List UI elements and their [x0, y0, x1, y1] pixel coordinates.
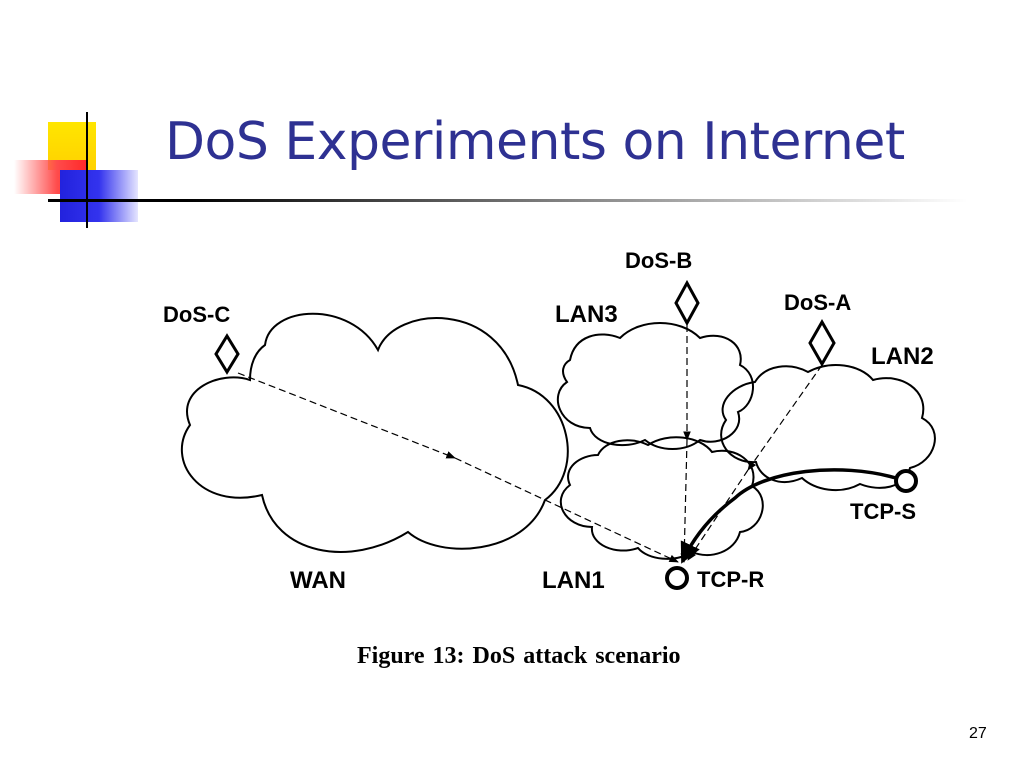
label-tcp-s: TCP-S	[850, 499, 916, 524]
decor-blue-square	[60, 170, 138, 222]
tcp-flow	[680, 468, 897, 564]
dos-a-flow-to-tcp-r	[687, 469, 749, 561]
label-lan2: LAN2	[871, 343, 934, 370]
slide-title: DoS Experiments on Internet	[165, 112, 905, 172]
dos-a-diamond-icon	[808, 318, 836, 368]
dos-b-flow-to-tcp-r	[680, 439, 689, 563]
label-wan: WAN	[290, 567, 346, 594]
dos-a-flow-to-lan2	[747, 364, 823, 471]
figure-caption: Figure 13: DoS attack scenario	[357, 643, 681, 669]
dos-c-flow-to-tcp-r	[454, 457, 679, 563]
page-number: 27	[969, 725, 987, 742]
dos-b-diamond-icon	[674, 279, 700, 327]
label-lan1: LAN1	[542, 567, 605, 594]
label-dos-b: DoS-B	[625, 248, 692, 273]
wan-cloud	[180, 312, 569, 553]
decor-vertical-line	[86, 112, 88, 228]
label-dos-c: DoS-C	[163, 302, 230, 327]
tcp-r-node-icon	[665, 566, 689, 590]
tcp-s-node-icon	[894, 469, 918, 493]
label-lan3: LAN3	[555, 301, 618, 328]
dos-c-diamond-icon	[214, 333, 240, 375]
title-underline	[48, 199, 968, 202]
lan3-cloud	[556, 322, 754, 450]
dos-c-flow-to-wan	[237, 372, 456, 459]
label-dos-a: DoS-A	[784, 290, 851, 315]
label-tcp-r: TCP-R	[697, 567, 764, 592]
